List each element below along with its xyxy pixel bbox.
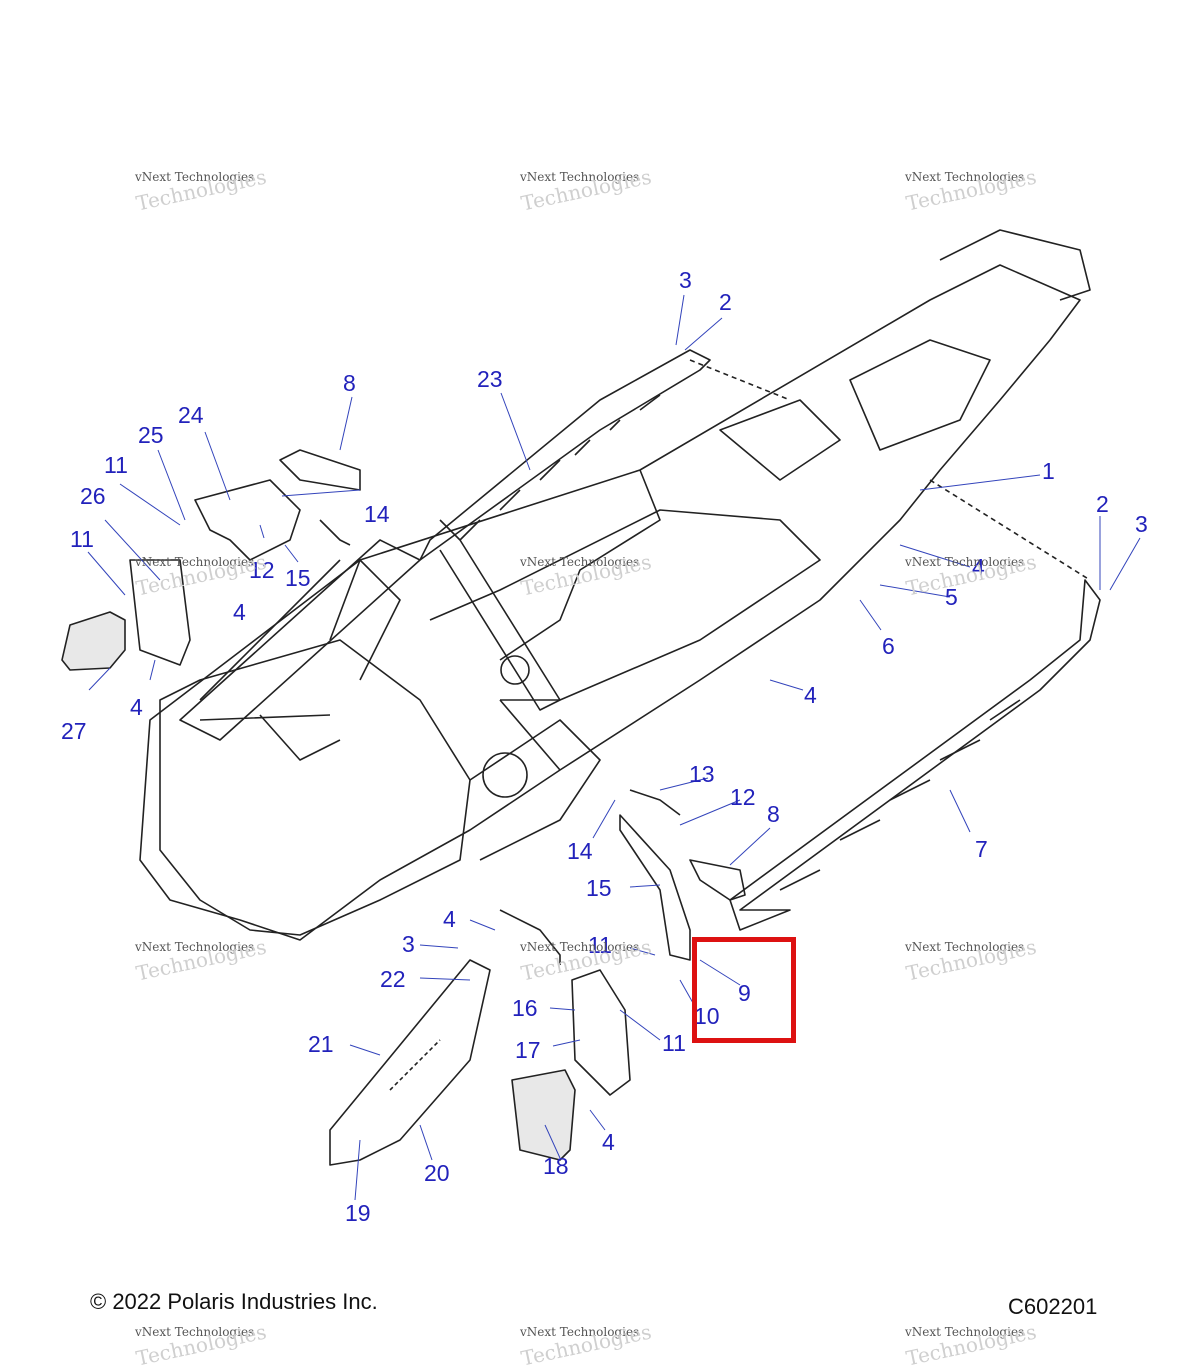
bulkhead	[159, 639, 471, 936]
callout-label: 11	[104, 452, 128, 478]
callout-label: 14	[364, 501, 390, 527]
bracket-24	[194, 479, 301, 561]
callout-label: 13	[689, 761, 715, 787]
callout-label: 25	[138, 422, 164, 448]
callout-label: 17	[515, 1037, 541, 1063]
callout-label: 3	[1135, 511, 1148, 537]
callout-label: 4	[602, 1129, 615, 1155]
callout-label: 22	[380, 966, 406, 992]
callout-label: 11	[588, 932, 612, 958]
callout-label: 9	[738, 980, 751, 1006]
callout-label: 16	[512, 995, 538, 1021]
callout-label: 10	[694, 1003, 720, 1029]
callout-label: 4	[443, 906, 456, 932]
callout-label: 26	[80, 483, 106, 509]
callout-label: 27	[61, 718, 87, 744]
skid-19	[329, 959, 491, 1166]
pad-27	[61, 611, 126, 671]
callout-label: 15	[285, 565, 311, 591]
callout-label: 20	[424, 1160, 450, 1186]
callout-label: 24	[178, 402, 204, 428]
callout-label: 12	[730, 784, 756, 810]
callout-label: 4	[233, 599, 246, 625]
callout-label: 2	[719, 289, 732, 315]
callout-label: 11	[662, 1030, 686, 1056]
callout-label: 21	[308, 1031, 334, 1057]
running-board-left	[419, 349, 711, 561]
callout-label: 6	[882, 633, 895, 659]
callout-label: 23	[477, 366, 503, 392]
callout-label: 7	[975, 836, 988, 862]
callout-label: 11	[70, 526, 94, 552]
callout-label: 19	[345, 1200, 371, 1226]
diagram-code: C602201	[1008, 1294, 1098, 1319]
callout-label: 12	[249, 557, 275, 583]
callout-label: 3	[679, 267, 692, 293]
callout-label: 18	[543, 1153, 569, 1179]
callout-label: 8	[343, 370, 356, 396]
pad-18	[511, 1069, 576, 1161]
callout-label: 8	[767, 801, 780, 827]
running-board-right	[729, 579, 1101, 931]
callout-label: 2	[1096, 491, 1109, 517]
highlight-box	[692, 937, 796, 1043]
copyright-text: © 2022 Polaris Industries Inc.	[90, 1289, 378, 1314]
callout-label: 14	[567, 838, 593, 864]
callout-label: 15	[586, 875, 612, 901]
callout-label: 5	[945, 584, 958, 610]
panel-26	[129, 559, 191, 666]
callout-label: 4	[130, 694, 143, 720]
callout-label: 4	[804, 682, 817, 708]
callout-label: 1	[1042, 458, 1055, 484]
callout-label: 3	[402, 931, 415, 957]
panel-16	[571, 969, 631, 1096]
callout-label: 4	[972, 554, 985, 580]
chassis-tunnel	[139, 264, 1081, 941]
